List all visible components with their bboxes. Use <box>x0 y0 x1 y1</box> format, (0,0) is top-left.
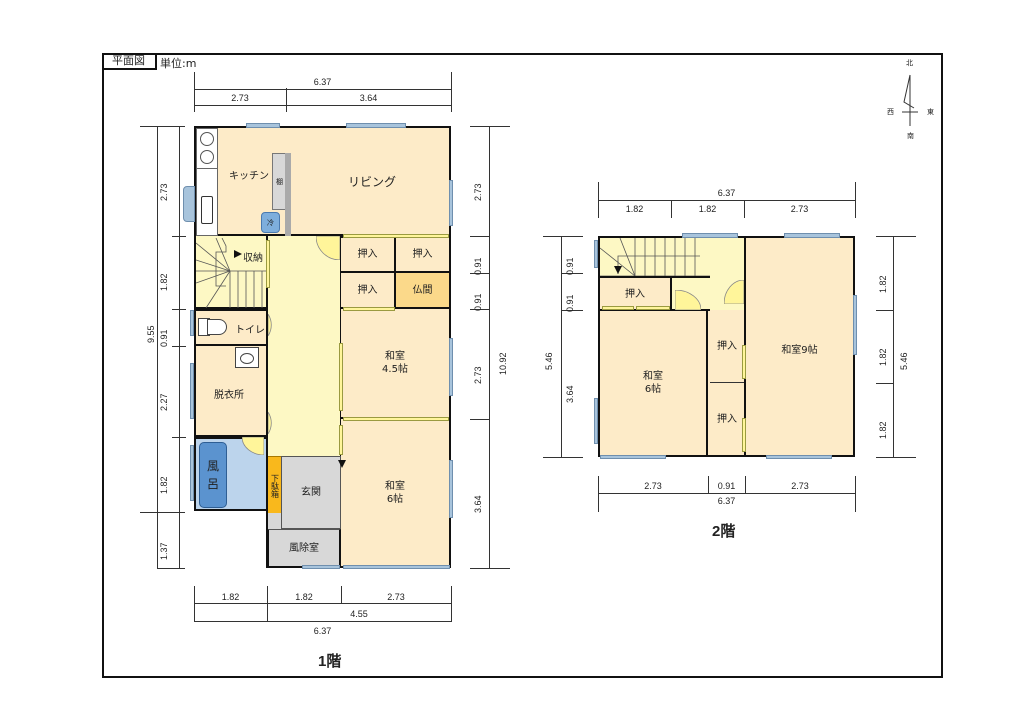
f1-dim-right-2: 0.91 <box>473 293 483 311</box>
f2-dim-right-0: 1.82 <box>878 275 888 293</box>
f1-dim-left-4: 1.82 <box>159 476 169 494</box>
room-living-kitchen <box>194 126 451 236</box>
f1-dim-bottom-2: 2.73 <box>387 592 405 602</box>
door-2f-9-icon <box>724 280 744 304</box>
f2-dim-left-1: 0.91 <box>565 294 575 312</box>
compass-south: 南 <box>907 132 914 140</box>
f1-dim-bottom-subtotal: 4.55 <box>350 609 368 619</box>
f1-dim-bottom-0: 1.82 <box>221 592 240 602</box>
shelf: 棚 <box>272 153 287 210</box>
f2-dim-left-0: 0.91 <box>565 257 575 275</box>
door-dressing-icon <box>268 412 272 434</box>
f2-dim-left-total: 5.46 <box>544 352 554 370</box>
stairs-2f-icon <box>600 238 710 277</box>
drawing-title: 平面図 <box>102 53 157 70</box>
fridge: 冷 <box>261 212 280 233</box>
f1-dim-right-4: 3.64 <box>473 495 483 513</box>
closet-2: 押入 <box>396 236 451 273</box>
room-windbreak: 風除室 <box>267 529 341 568</box>
floor1-label: 1階 <box>318 653 342 670</box>
closet-3: 押入 <box>341 273 396 309</box>
room-washitsu-4-5: 和室 4.5帖 <box>341 309 451 419</box>
room-2f-washitsu-6: 和室 6帖 <box>600 311 708 455</box>
door-2f-6-icon <box>675 290 701 310</box>
room-butsuma: 仏間 <box>396 273 451 309</box>
f1-dim-left-0: 2.73 <box>159 183 169 201</box>
room-toilet <box>194 309 268 346</box>
f1-dim-bottom-1: 1.82 <box>295 592 313 602</box>
f1-dim-bottom-total: 6.37 <box>313 626 332 636</box>
room-2f-washitsu-9: 和室9帖 <box>746 238 853 455</box>
drawing-frame <box>102 53 943 678</box>
f2-dim-bottom-0: 2.73 <box>644 481 662 491</box>
compass-arrow-icon <box>902 74 918 126</box>
f1-dim-top-0: 2.73 <box>231 93 249 103</box>
room-washitsu-6: 和室 6帖 <box>341 419 451 568</box>
f1-dim-left-5: 1.37 <box>159 542 169 560</box>
label-kitchen: キッチン <box>229 171 269 182</box>
f2-dim-top-total: 6.37 <box>717 188 736 198</box>
sink-counter-icon <box>196 168 218 236</box>
floor2-label: 2階 <box>712 523 736 540</box>
closet-1: 押入 <box>341 236 396 273</box>
f2-dim-bottom-2: 2.73 <box>791 481 809 491</box>
door-toilet-icon <box>268 314 272 336</box>
f2-dim-bottom-1: 0.91 <box>717 481 736 491</box>
f1-dim-left-1: 1.82 <box>159 273 169 291</box>
hallway <box>268 236 341 456</box>
compass-west: 西 <box>887 108 894 116</box>
bathtub: 風 呂 <box>199 442 227 508</box>
f2-dim-right-2: 1.82 <box>878 421 888 439</box>
f2-dim-top-2: 2.73 <box>790 204 809 214</box>
f2-dim-left-2: 3.64 <box>565 385 575 403</box>
f2-dim-right-total: 5.46 <box>899 352 909 370</box>
f1-dim-top-total: 6.37 <box>313 77 332 87</box>
f1-dim-right-total: 10.92 <box>498 352 508 375</box>
entry-arrow-icon <box>338 460 346 468</box>
f1-dim-right-0: 2.73 <box>473 183 483 201</box>
toilet-bowl-icon <box>207 319 227 335</box>
label-living: リビング <box>348 175 397 189</box>
f2-dim-top-0: 1.82 <box>625 204 644 214</box>
room-entrance: 玄関 <box>281 456 341 529</box>
label-toilet: トイレ <box>235 325 265 336</box>
compass-north: 北 <box>906 59 913 67</box>
stairs-icon <box>196 238 266 308</box>
f1-dim-left-3: 2.27 <box>159 393 169 411</box>
washbasin-icon <box>235 347 259 368</box>
label-storage: 収納 <box>243 253 263 264</box>
f2-dim-bottom-total: 6.37 <box>717 496 736 506</box>
closet-2f-mid-1: 押入 <box>710 311 744 383</box>
f1-dim-right-1: 0.91 <box>473 257 483 275</box>
f2-dim-top-1: 1.82 <box>698 204 717 214</box>
stove-icon <box>196 128 218 170</box>
unit-label: 単位:m <box>160 57 197 70</box>
closet-2f-mid-2: 押入 <box>710 384 744 455</box>
compass-east: 東 <box>927 108 934 116</box>
f1-dim-top-1: 3.64 <box>359 93 378 103</box>
partition <box>285 153 291 236</box>
f1-dim-left-2: 0.91 <box>159 329 169 347</box>
label-dressing: 脱衣所 <box>214 390 244 401</box>
f1-dim-right-3: 2.73 <box>473 366 483 384</box>
closet-2f-top: 押入 <box>600 278 672 310</box>
door-living-icon <box>316 236 340 260</box>
f2-dim-right-1: 1.82 <box>878 348 888 366</box>
door-bath-icon <box>242 437 264 455</box>
f1-dim-left-total: 9.55 <box>146 325 156 343</box>
